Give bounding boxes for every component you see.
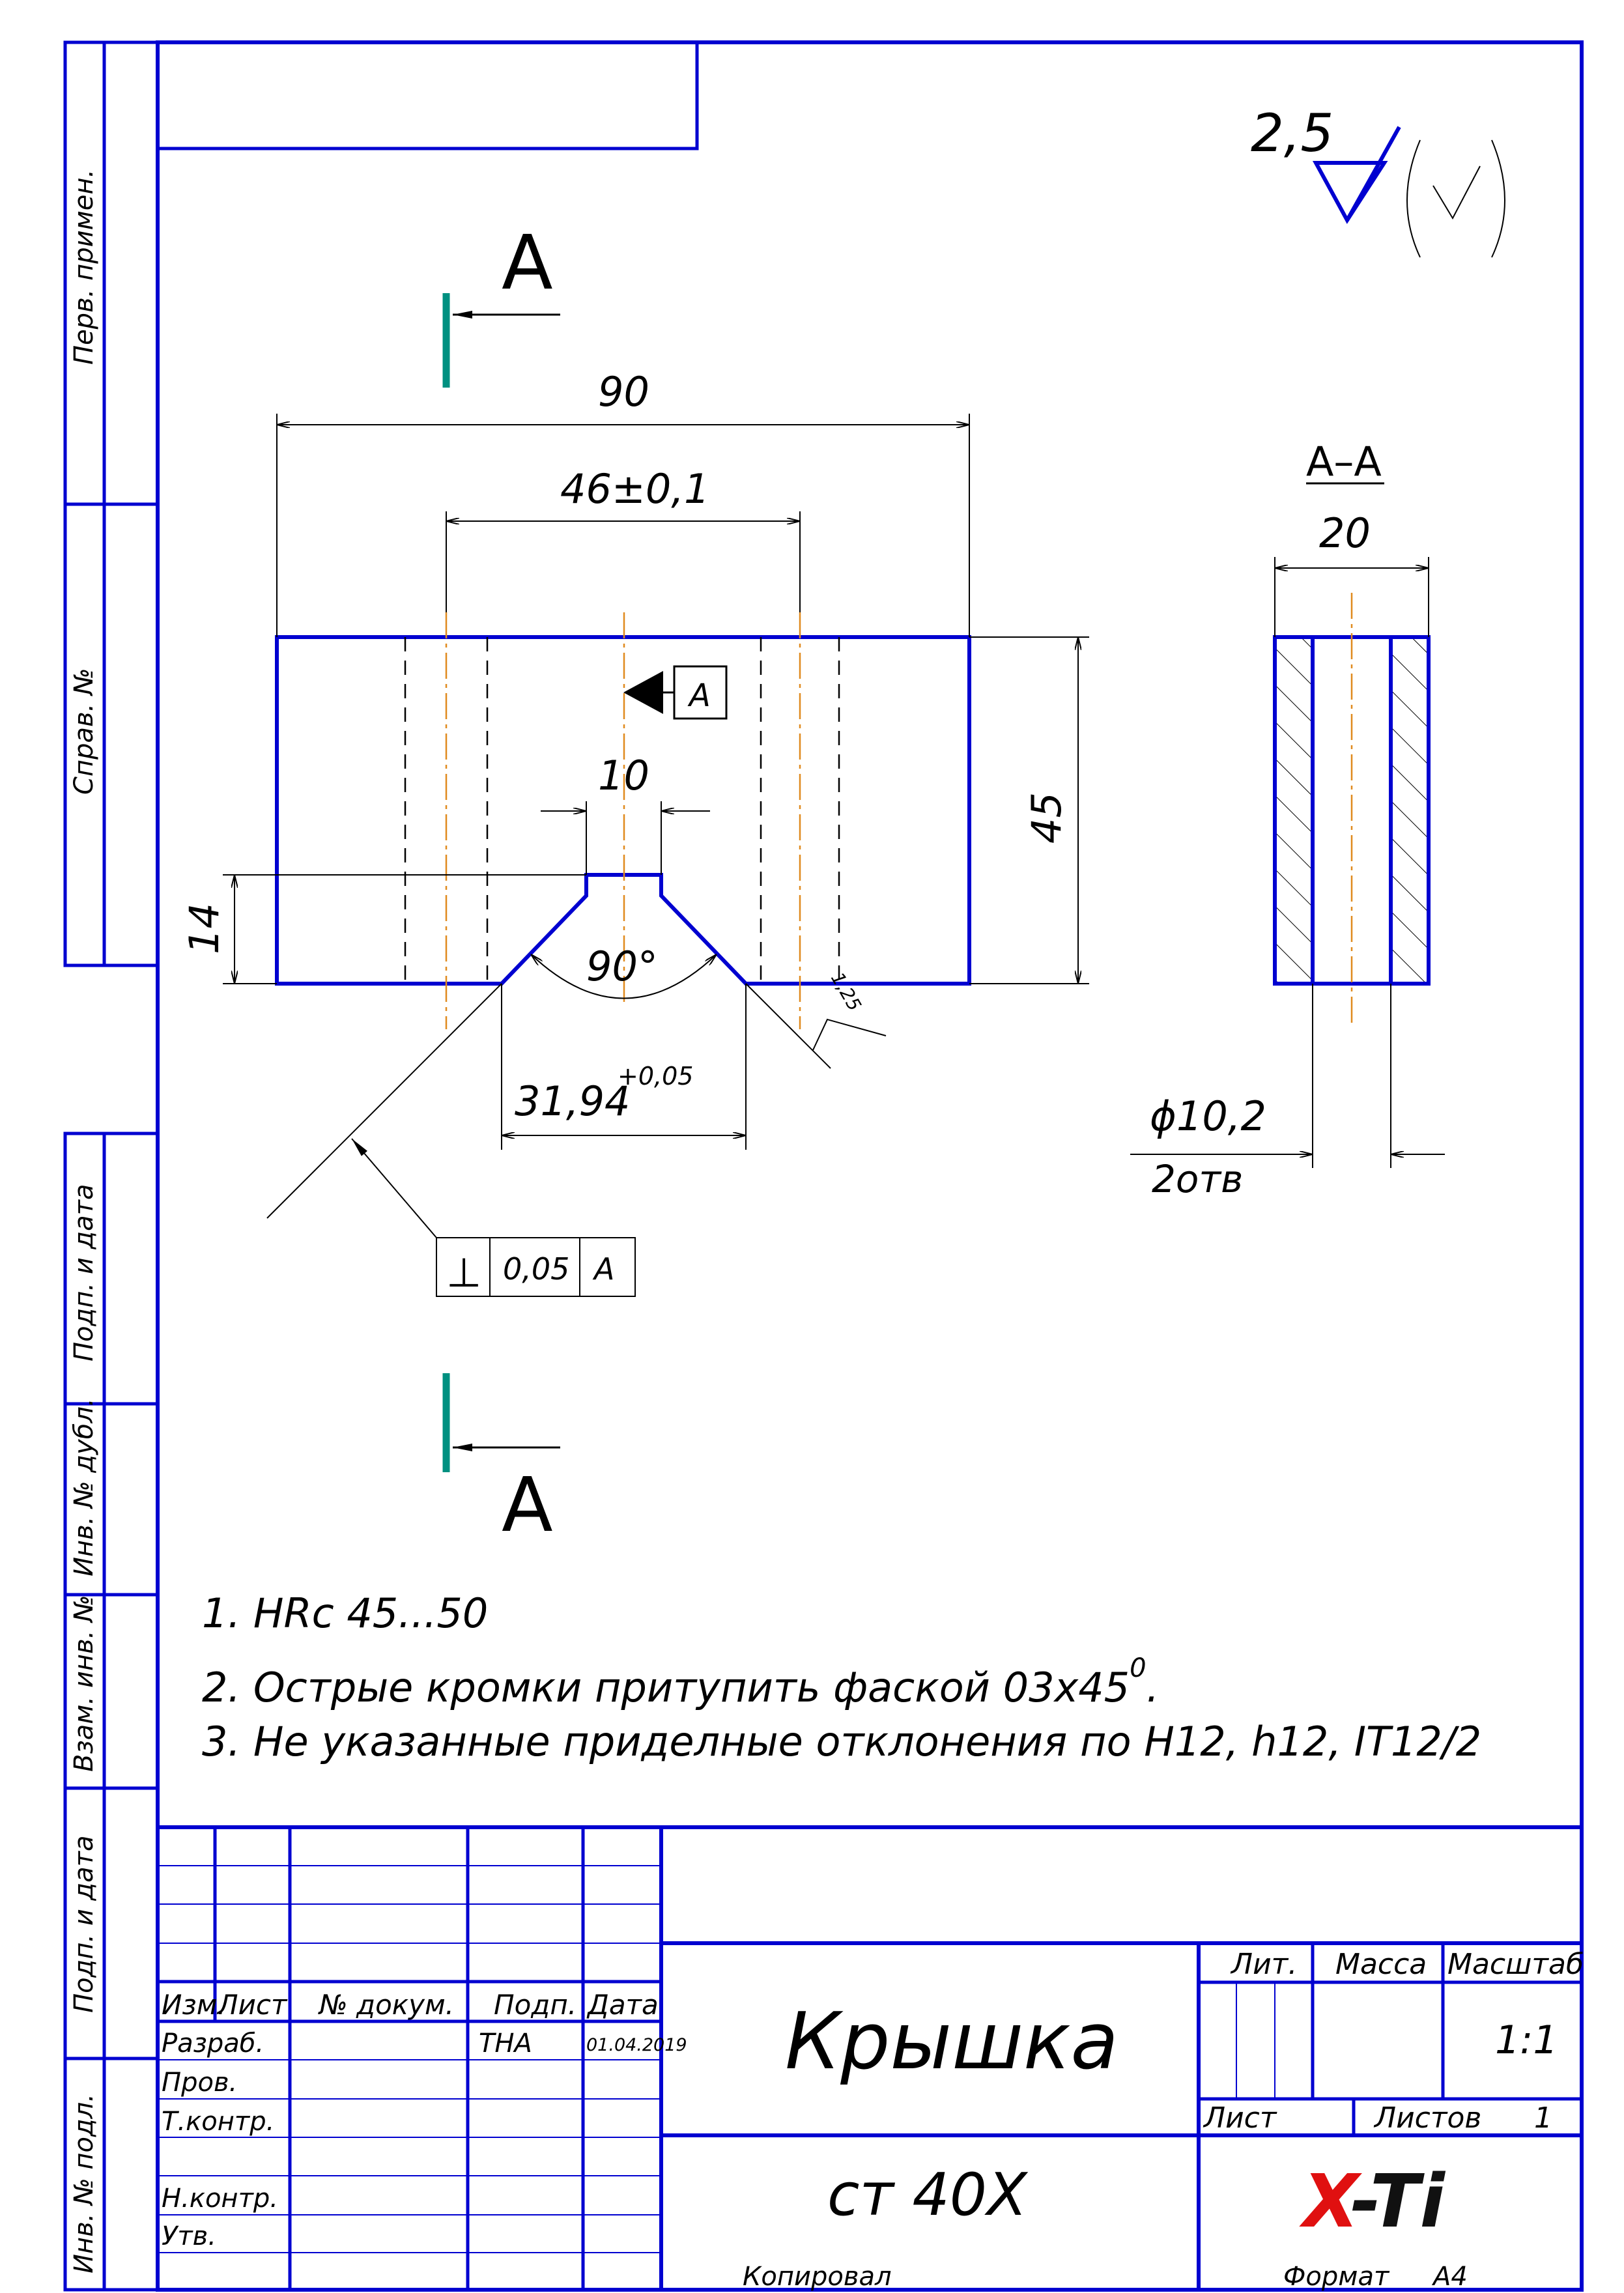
svg-text:Разраб.: Разраб. bbox=[162, 2029, 264, 2058]
side-label-perv: Перв. примен. bbox=[69, 169, 99, 365]
dim-v-width: 31,94 +0,05 bbox=[501, 984, 747, 1150]
svg-text:+0,05: +0,05 bbox=[618, 1062, 693, 1090]
title-block: Изм. Лист № докум. Подп. Дата Разраб. Пр… bbox=[156, 1825, 1584, 2292]
roughness-value: 2,5 bbox=[1251, 103, 1333, 164]
svg-text:Лит.: Лит. bbox=[1230, 1948, 1297, 1981]
svg-text:Пров.: Пров. bbox=[162, 2068, 237, 2098]
tolerance-datum: A bbox=[592, 1251, 614, 1287]
dim-slot-depth: 14 bbox=[180, 874, 586, 984]
side-label-inv-podl: Инв. № подл. bbox=[69, 2094, 99, 2273]
datum-label: A bbox=[687, 677, 711, 714]
logo: X-Ti bbox=[1299, 2159, 1446, 2244]
dim-overall-width: 90 bbox=[276, 368, 970, 637]
left-side-strip: Перв. примен. Справ. № Подп. и дата Инв.… bbox=[63, 40, 160, 2292]
section-mark-bottom: A bbox=[442, 1373, 560, 1549]
section-label-top: A bbox=[502, 220, 553, 307]
dim-hole-count: 2отв bbox=[1152, 1157, 1243, 1201]
svg-text:Лист: Лист bbox=[1203, 2101, 1277, 2135]
svg-text:Масштаб: Масштаб bbox=[1447, 1948, 1584, 1981]
svg-text:Листов: Листов bbox=[1373, 2101, 1481, 2135]
side-label-sprav: Справ. № bbox=[69, 668, 99, 795]
dim-angle: 90° bbox=[531, 943, 717, 999]
svg-text:90: 90 bbox=[598, 368, 649, 416]
svg-text:14: 14 bbox=[180, 903, 228, 954]
tolerance-value: 0,05 bbox=[503, 1251, 569, 1287]
note-1: 1. HRc 45...50 bbox=[202, 1589, 488, 1637]
svg-text:90°: 90° bbox=[586, 943, 658, 990]
svg-text:№ докум.: № докум. bbox=[318, 1989, 454, 2021]
dim-hole-spacing: 46±0,1 bbox=[446, 465, 801, 612]
svg-text:Изм.: Изм. bbox=[162, 1989, 226, 2021]
svg-text:01.04.2019: 01.04.2019 bbox=[586, 2035, 687, 2055]
technical-notes: 1. HRc 45...50 2. Острые кромки притупит… bbox=[202, 1589, 1481, 1765]
svg-text:Н.контр.: Н.контр. bbox=[162, 2184, 278, 2214]
svg-text:Подп.: Подп. bbox=[494, 1989, 577, 2021]
section-view-title: A–A bbox=[1306, 438, 1382, 485]
section-view: A–A 20 ϕ10,2 2отв bbox=[1130, 438, 1445, 1201]
svg-text:1,25: 1,25 bbox=[827, 969, 866, 1014]
side-label-podp-1: Подп. и дата bbox=[69, 1184, 99, 1361]
footer: Копировал Формат А4 bbox=[743, 2262, 1468, 2292]
svg-text:Масса: Масса bbox=[1335, 1948, 1427, 1981]
svg-text:45: 45 bbox=[1023, 792, 1070, 844]
footer-format: А4 bbox=[1431, 2262, 1468, 2292]
note-2: 2. Острые кромки притупить фаской 03х450… bbox=[202, 1653, 1159, 1711]
svg-text:Утв.: Утв. bbox=[162, 2221, 216, 2251]
svg-text:46±0,1: 46±0,1 bbox=[560, 465, 709, 513]
section-mark-top: A bbox=[442, 220, 560, 388]
dim-hole-diameter: ϕ10,2 bbox=[1150, 1092, 1266, 1140]
svg-text:1: 1 bbox=[1534, 2101, 1552, 2135]
svg-text:Лист: Лист bbox=[216, 1989, 288, 2021]
side-label-podp-2: Подп. и дата bbox=[69, 1836, 99, 2013]
part-material: ст 40Х bbox=[827, 2161, 1029, 2229]
svg-text:Дата: Дата bbox=[586, 1989, 659, 2021]
part-outline bbox=[275, 635, 971, 986]
note-3: 3. Не указанные приделные отклонения по … bbox=[202, 1718, 1481, 1765]
svg-text:ТНА: ТНА bbox=[479, 2029, 532, 2058]
tolerance-symbol: ⊥ bbox=[446, 1249, 481, 1296]
scale-value: 1:1 bbox=[1495, 2017, 1558, 2063]
dim-height: 45 bbox=[969, 636, 1089, 984]
part-name: Крышка bbox=[785, 1997, 1118, 2087]
svg-text:10: 10 bbox=[598, 752, 649, 799]
svg-text:31,94: 31,94 bbox=[515, 1077, 631, 1125]
side-label-vzam: Взам. инв. № bbox=[69, 1595, 99, 1772]
tolerance-callout: ⊥ 0,05 A bbox=[266, 983, 636, 1297]
dim-section-width: 20 bbox=[1319, 509, 1371, 557]
section-label-bottom: A bbox=[502, 1462, 553, 1549]
side-label-inv-dubl: Инв. № дубл. bbox=[69, 1398, 99, 1576]
footer-format-label: Формат bbox=[1283, 2262, 1390, 2292]
roughness-symbol: 2,5 bbox=[1251, 103, 1505, 258]
dim-slot-width: 10 bbox=[541, 752, 710, 875]
footer-copied: Копировал bbox=[743, 2262, 892, 2292]
front-view: A 90 46±0,1 10 45 bbox=[180, 368, 1089, 1297]
svg-text:Т.контр.: Т.контр. bbox=[162, 2107, 274, 2137]
